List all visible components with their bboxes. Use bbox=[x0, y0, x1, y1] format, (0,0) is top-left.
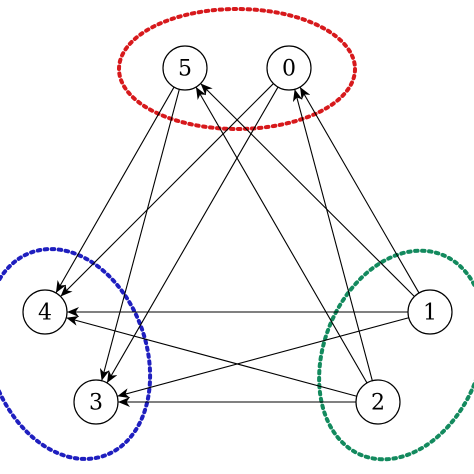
edge-5-to-4 bbox=[55, 86, 175, 293]
node-1-circle bbox=[407, 289, 453, 335]
edge-2-to-5 bbox=[195, 87, 368, 384]
node-2-label: 2 bbox=[371, 391, 385, 416]
group-ellipses bbox=[0, 7, 474, 462]
edge-1-to-0 bbox=[299, 87, 420, 294]
group-top-ellipse bbox=[117, 7, 357, 131]
edge-2-to-0 bbox=[292, 89, 373, 381]
node-2[interactable]: 2 bbox=[355, 379, 401, 425]
edge-2-to-4 bbox=[66, 316, 357, 397]
node-5[interactable]: 5 bbox=[162, 45, 208, 91]
group-left-ellipse bbox=[0, 247, 153, 461]
node-4-circle bbox=[22, 289, 68, 335]
node-0-circle bbox=[266, 45, 312, 91]
edge-0-to-4 bbox=[60, 83, 274, 297]
node-0[interactable]: 0 bbox=[266, 45, 312, 91]
node-4[interactable]: 4 bbox=[22, 289, 68, 335]
nodes: 5 0 4 1 3 2 bbox=[22, 45, 453, 425]
node-2-circle bbox=[355, 379, 401, 425]
edge-1-to-3 bbox=[117, 317, 409, 398]
edge-1-to-5 bbox=[200, 83, 415, 297]
node-3-circle bbox=[73, 379, 119, 425]
edge-5-to-3 bbox=[99, 89, 180, 381]
node-3-label: 3 bbox=[89, 391, 103, 416]
node-0-label: 0 bbox=[282, 57, 296, 82]
node-1-label: 1 bbox=[423, 301, 437, 326]
node-3[interactable]: 3 bbox=[73, 379, 119, 425]
node-5-circle bbox=[162, 45, 208, 91]
node-4-label: 4 bbox=[38, 301, 52, 326]
edges bbox=[55, 83, 420, 407]
node-1[interactable]: 1 bbox=[407, 289, 453, 335]
edge-0-to-3 bbox=[106, 86, 279, 383]
group-right-ellipse bbox=[317, 248, 474, 462]
node-5-label: 5 bbox=[178, 57, 192, 82]
